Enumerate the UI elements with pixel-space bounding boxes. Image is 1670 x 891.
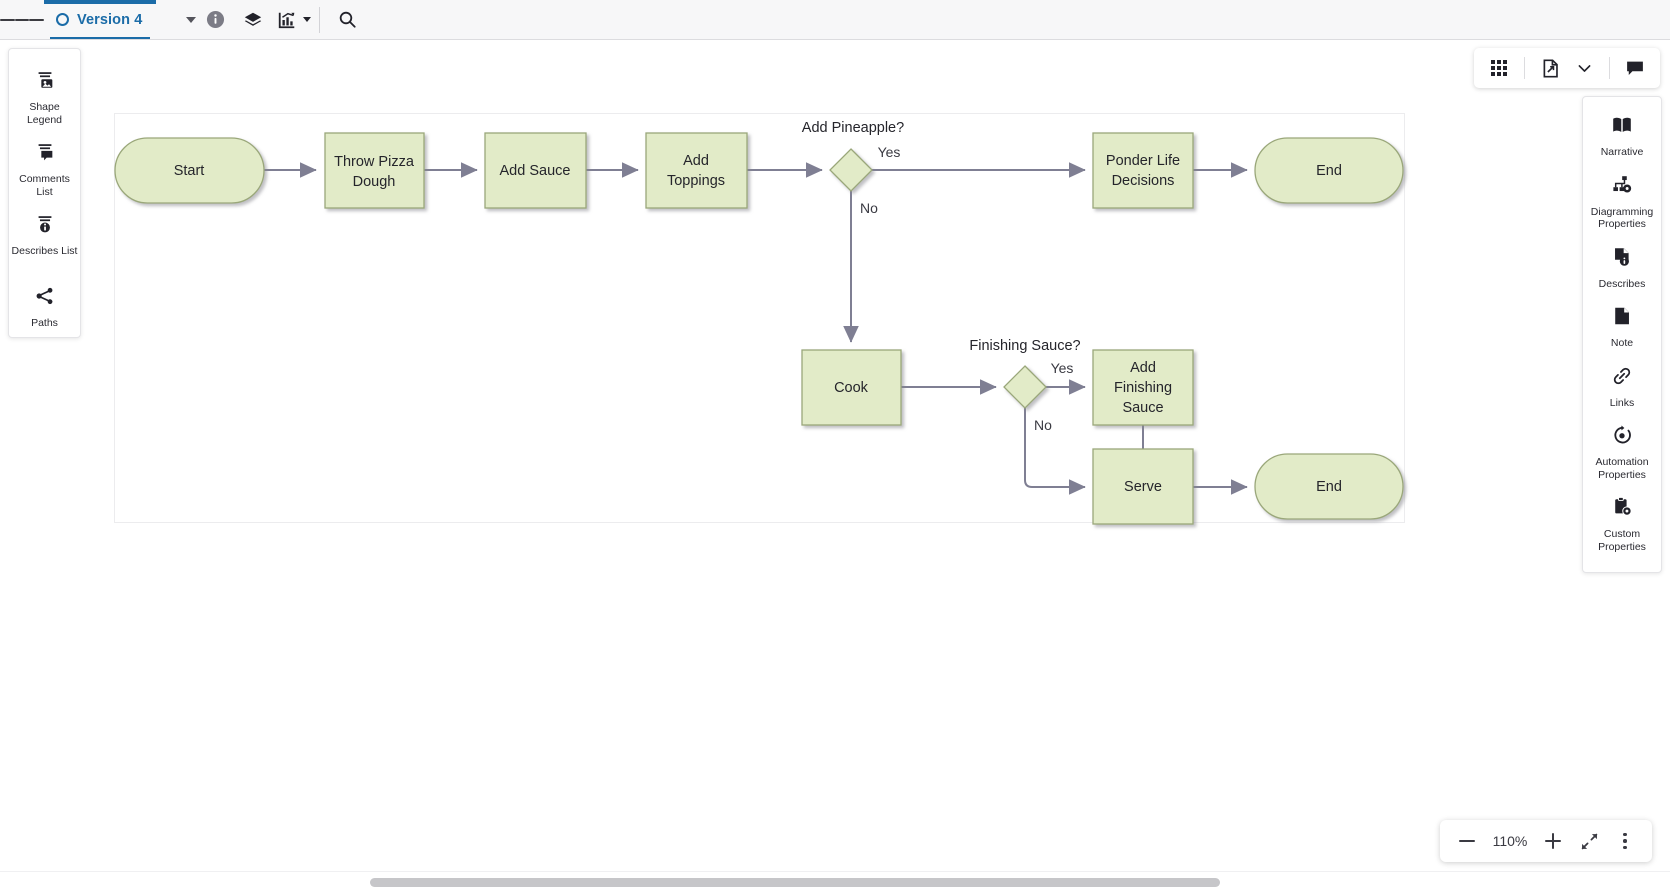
export-document-icon[interactable] [1535,53,1565,83]
tab-accent-bar [44,0,157,4]
plus-icon [1545,833,1561,849]
tab-version-4[interactable]: Version 4 [44,0,157,40]
horizontal-scrollbar-track[interactable] [0,871,1670,891]
tab-underline [50,36,151,39]
sidebar-item-diagramming-properties[interactable]: Diagramming Properties [1583,165,1661,237]
zoom-level-label[interactable]: 110% [1492,833,1528,849]
links-icon [1611,365,1633,392]
sidebar-item-label: Note [1610,337,1634,349]
comments-list-icon [34,141,56,168]
describes-list-icon [34,213,56,240]
custom-properties-icon [1611,496,1633,523]
toolbar-divider [1524,57,1525,79]
sidebar-item-automation-properties[interactable]: Automation Properties [1583,415,1661,487]
sidebar-item-label: Diagramming Properties [1590,205,1654,231]
sidebar-item-label: Links [1609,396,1635,409]
toolbar-divider [319,6,321,33]
sidebar-item-custom-properties[interactable]: Custom Properties [1583,487,1661,559]
horizontal-scrollbar-thumb[interactable] [370,878,1220,887]
automation-properties-icon [1611,424,1633,451]
circle-outline-icon [56,13,69,26]
sidebar-item-describes-list[interactable]: Describes List [9,203,80,275]
info-icon[interactable] [196,0,234,40]
sidebar-item-label: Shape Legend [26,101,63,126]
sidebar-item-label: Narrative [1600,146,1644,158]
sidebar-item-label: Automation Properties [1595,456,1649,481]
sidebar-item-label: Describes [1598,277,1646,290]
note-icon [1611,305,1633,332]
search-icon[interactable] [328,0,366,40]
tab-label: Version 4 [77,11,143,28]
expand-arrows-icon [1581,833,1597,849]
minus-icon [1459,840,1475,842]
kebab-menu-icon [1623,832,1627,850]
chart-dropdown-caret-icon[interactable] [303,17,312,22]
zoom-in-button[interactable] [1538,826,1568,856]
paths-icon [34,285,56,312]
apps-grid-icon[interactable] [1484,53,1514,83]
zoom-out-button[interactable] [1452,826,1482,856]
sidebar-item-shape-legend[interactable]: Shape Legend [9,59,80,131]
comment-icon[interactable] [1620,53,1650,83]
caret-down-icon[interactable] [186,16,197,23]
diagram-canvas[interactable] [0,40,1670,871]
sidebar-item-note[interactable]: Note [1583,296,1661,356]
sidebar-item-paths[interactable]: Paths [9,275,80,347]
sidebar-item-label: Paths [31,317,58,329]
shape-legend-icon [34,69,56,96]
diagram-container-frame [114,113,1405,523]
more-options-button[interactable] [1610,826,1640,856]
sidebar-item-links[interactable]: Links [1583,356,1661,416]
narrative-book-icon [1611,114,1633,141]
zoom-controls: 110% [1440,820,1652,862]
sidebar-item-label: Comments List [19,173,70,198]
layers-icon[interactable] [234,0,272,40]
left-tool-panel: Shape Legend Comments List [8,48,81,338]
hamburger-menu-icon[interactable] [0,0,45,40]
describes-icon [1611,246,1633,273]
sidebar-item-label: Describes List [11,245,78,257]
sidebar-item-comments-list[interactable]: Comments List [9,131,80,203]
toolbar-divider [1609,57,1610,79]
chevron-down-icon[interactable] [1569,53,1599,83]
diagramming-properties-icon [1611,174,1633,201]
canvas-top-toolbar [1474,48,1660,88]
sidebar-item-label: Custom Properties [1598,528,1646,553]
top-toolbar: Version 4 [0,0,1670,40]
sidebar-item-narrative[interactable]: Narrative [1583,105,1661,165]
right-tool-panel: Narrative Diagramming Properties [1582,96,1662,573]
fit-to-screen-button[interactable] [1574,826,1604,856]
chart-icon[interactable] [272,0,302,40]
sidebar-item-describes[interactable]: Describes [1583,237,1661,297]
